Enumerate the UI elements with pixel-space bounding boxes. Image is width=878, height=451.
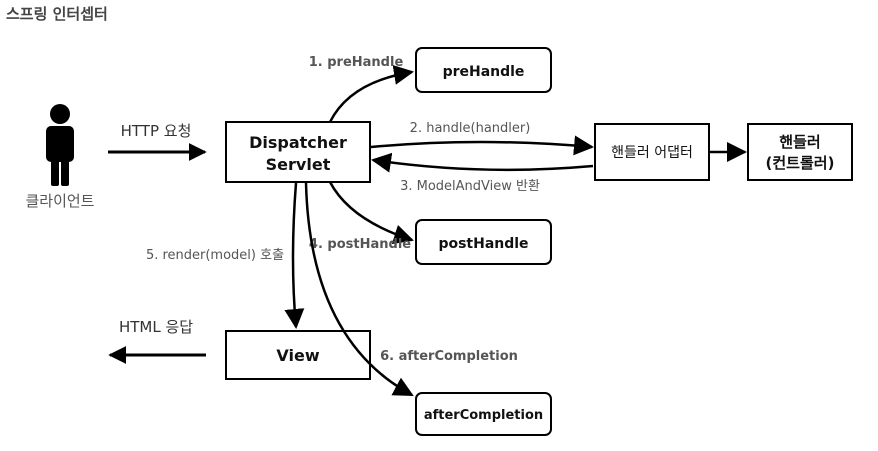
dispatcher-servlet-line1: Dispatcher (249, 133, 347, 152)
step5-arrow (284, 182, 305, 329)
dispatcher-servlet-box: Dispatcher Servlet (225, 121, 371, 183)
step2-label: 2. handle(handler) (410, 121, 531, 136)
view-box-label: View (276, 346, 319, 365)
prehandle-box-label: preHandle (443, 64, 525, 80)
http-request-label: HTTP 요청 (121, 122, 192, 140)
posthandle-box-label: postHandle (438, 236, 528, 252)
aftercompletion-box-label: afterCompletion (424, 408, 543, 423)
step6-label: 6. afterCompletion (380, 349, 518, 364)
handler-controller-box: 핸들러 (컨트롤러) (747, 123, 853, 181)
step6-arrow (304, 182, 414, 397)
step5-label: 5. render(model) 호출 (146, 248, 284, 263)
step1-arrow (328, 64, 414, 123)
view-box: View (225, 330, 371, 380)
client-label: 클라이언트 (25, 192, 94, 210)
step1-label: 1. preHandle (309, 55, 404, 70)
diagram-title: 스프링 인터셉터 (6, 5, 108, 23)
dispatcher-servlet-line2: Servlet (266, 155, 331, 174)
step4-label: 4. postHandle (309, 237, 411, 252)
aftercompletion-box: afterCompletion (415, 392, 552, 436)
step3-arrow (371, 152, 594, 173)
prehandle-box: preHandle (415, 47, 552, 93)
step2-arrow (370, 135, 594, 156)
handler-adapter-box: 핸들러 어댑터 (594, 123, 710, 181)
html-response-label: HTML 응답 (119, 318, 193, 336)
step3-label: 3. ModelAndView 반환 (400, 179, 540, 194)
handler-adapter-label: 핸들러 어댑터 (611, 145, 693, 161)
handler-label-line1: 핸들러 (779, 133, 820, 151)
handler-label-line2: (컨트롤러) (766, 154, 835, 172)
person-icon (46, 104, 74, 186)
posthandle-box: postHandle (415, 219, 552, 265)
step4-arrow (328, 181, 414, 244)
